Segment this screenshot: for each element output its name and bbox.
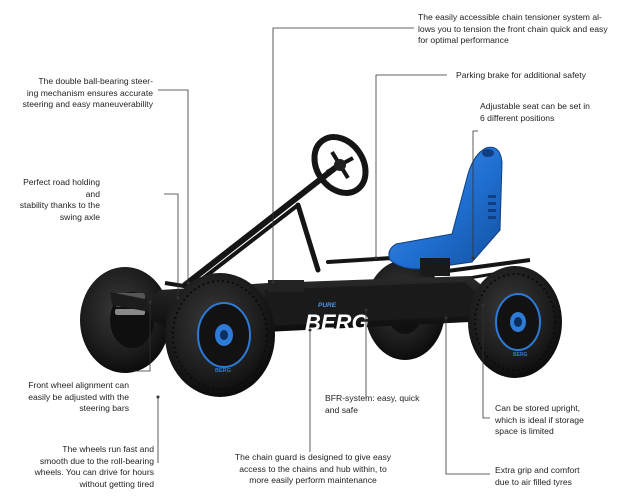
callout-ball-bearing-steering: The double ball-bearing steer- ing mecha…	[22, 76, 153, 109]
steering-wheel	[311, 134, 369, 196]
callout-swing-axle: Perfect road holding and stability thank…	[19, 177, 100, 222]
leader-lines	[133, 27, 490, 475]
brand-logo: BERG	[305, 310, 369, 335]
blue-seat	[388, 146, 503, 276]
steering-column	[164, 165, 338, 302]
front-right-wheel	[165, 273, 275, 397]
callout-stored-upright: Can be stored upright, which is ideal if…	[495, 403, 584, 436]
front-tyre-brand: BERG	[215, 368, 231, 374]
callout-bfr-system: BFR-system: easy, quick and safe	[325, 393, 420, 415]
callout-chain-tensioner: The easily accessible chain tensioner sy…	[418, 12, 608, 45]
callout-adjustable-seat: Adjustable seat can be set in 6 differen…	[480, 101, 590, 123]
rear-tyre-brand: BERG	[513, 352, 528, 358]
rear-axle-bar	[439, 258, 531, 274]
parking-brake-lever	[326, 256, 394, 264]
callout-chain-guard: The chain guard is designed to give easy…	[234, 452, 392, 485]
callout-wheel-alignment: Front wheel alignment can easily be adju…	[28, 380, 129, 413]
rear-right-wheel	[468, 266, 562, 378]
brand-small-label: PURE	[318, 302, 337, 309]
callout-roll-bearing-wheels: The wheels run fast and smooth due to th…	[34, 444, 154, 489]
callout-parking-brake: Parking brake for additional safety	[456, 70, 586, 80]
callout-air-tyres: Extra grip and comfort due to air filled…	[495, 465, 580, 487]
